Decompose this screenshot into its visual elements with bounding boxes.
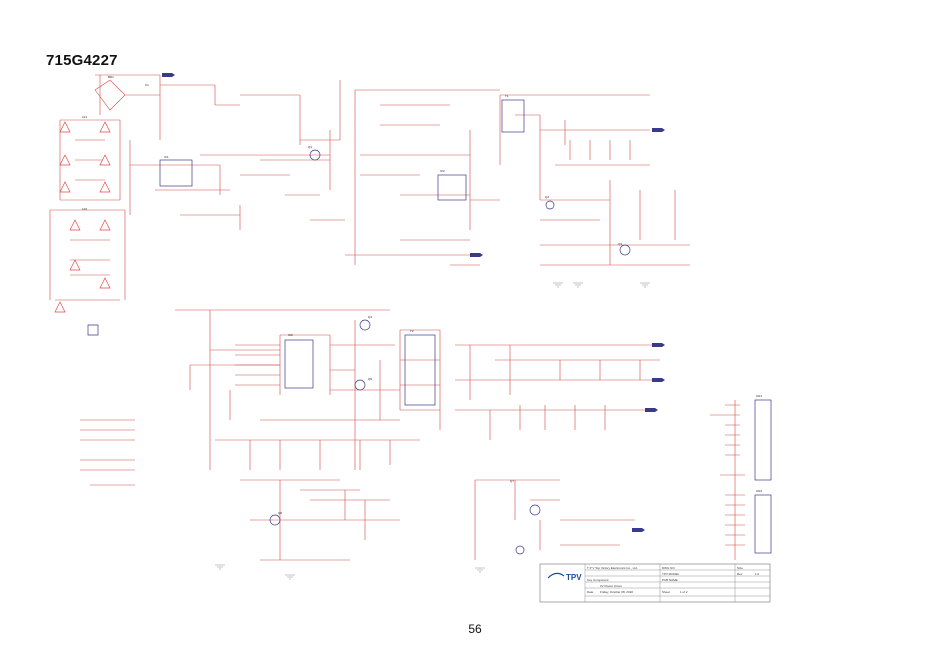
svg-text:CN1: CN1: [756, 394, 762, 398]
rev-value: 1.0: [755, 572, 760, 576]
svg-text:Q4: Q4: [368, 315, 372, 319]
svg-text:Q5: Q5: [368, 377, 372, 381]
wire-network: [49, 74, 745, 561]
svg-text:IC2: IC2: [440, 169, 445, 173]
sheet-value: 1 of 2: [680, 590, 688, 594]
page-number: 56: [468, 622, 482, 636]
warning-triangles: [54, 121, 111, 313]
svg-text:IC3: IC3: [288, 333, 293, 337]
svg-text:T2: T2: [410, 329, 414, 333]
tpv-logo: TPV: [547, 572, 582, 582]
svg-text:CN2: CN2: [756, 489, 762, 493]
date-value: Friday, October 08, 2010: [600, 590, 633, 594]
dwg-no-label: DWG NO.: [662, 566, 676, 570]
sheet-label: Sheet: [662, 590, 670, 594]
net-flags: [162, 73, 665, 532]
document-title: 715G4227: [46, 52, 118, 69]
schematic-title: I/V Power circuit: [600, 584, 622, 588]
svg-text:T1: T1: [505, 94, 509, 98]
ground-symbols: [215, 282, 650, 580]
svg-text:Q6: Q6: [278, 511, 282, 515]
svg-text:IC1: IC1: [164, 155, 169, 159]
tpv-model-label: TPV MODEL: [662, 572, 680, 576]
rev-label: Rev: [737, 572, 743, 576]
title-block: T P V Top Victory Electronics Co., Ltd. …: [539, 563, 771, 603]
svg-text:BD1: BD1: [108, 75, 114, 79]
tpv-logo-text: TPV: [566, 573, 582, 582]
date-label: Date: [587, 590, 594, 594]
pcb-name-label: PCB NAME: [662, 578, 678, 582]
svg-text:Q2: Q2: [545, 195, 549, 199]
svg-text:Q3: Q3: [618, 242, 622, 246]
company-name: T P V Top Victory Electronics Co., Ltd.: [587, 566, 638, 570]
svg-text:LF1: LF1: [82, 115, 88, 119]
svg-text:C1: C1: [145, 83, 149, 87]
components: [87, 99, 772, 555]
key-component-label: Key Component: [587, 578, 609, 582]
svg-text:Q7: Q7: [510, 479, 514, 483]
size-label: Size: [737, 566, 743, 570]
svg-text:LF2: LF2: [82, 207, 88, 211]
svg-text:Q1: Q1: [308, 145, 312, 149]
